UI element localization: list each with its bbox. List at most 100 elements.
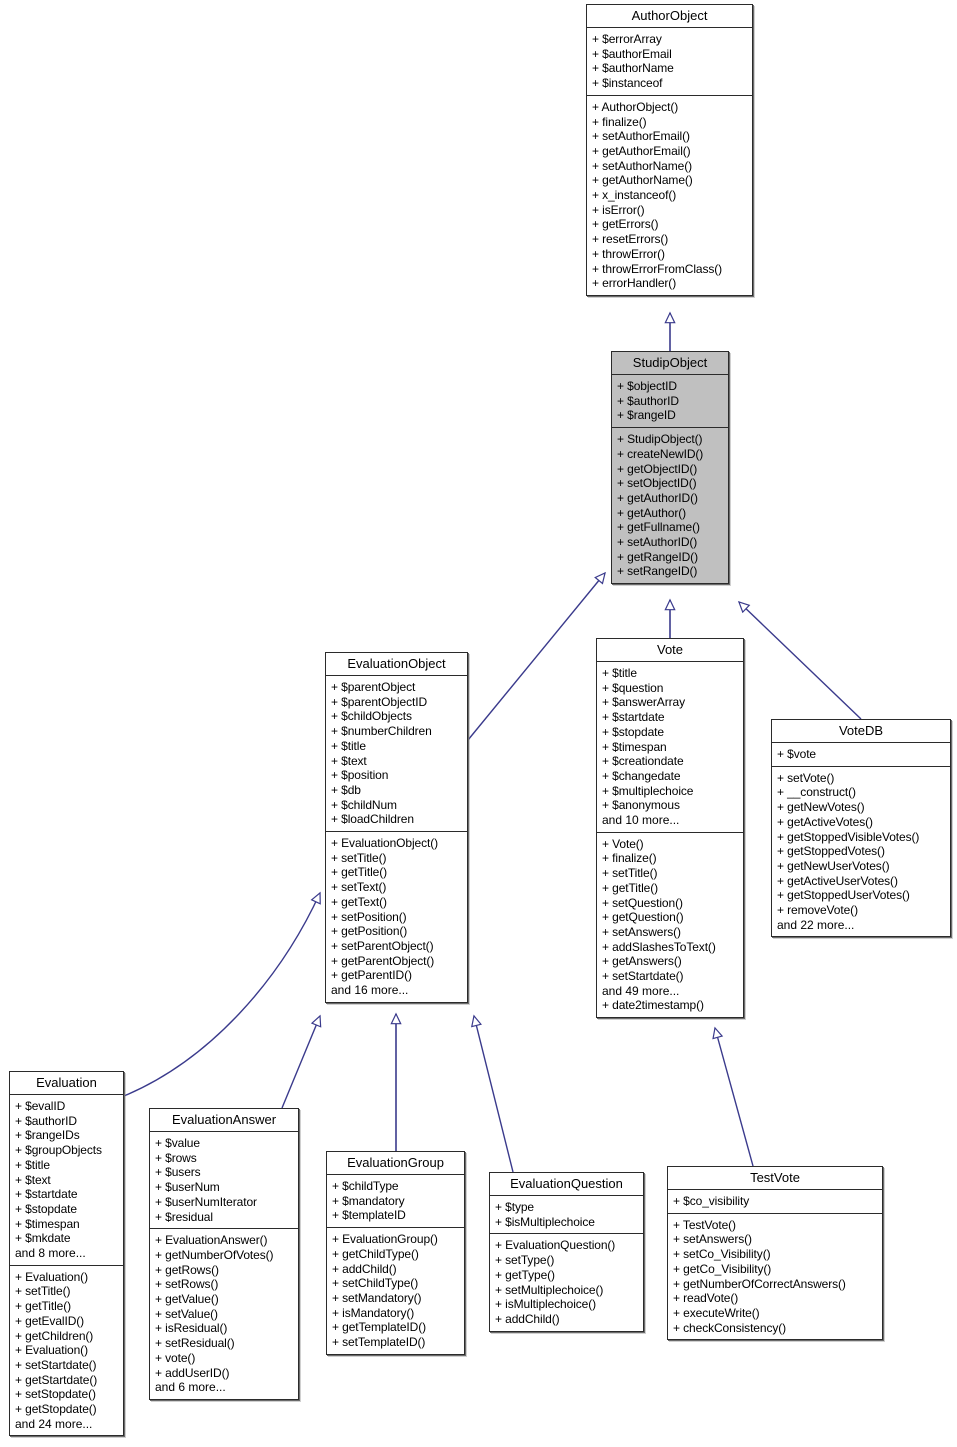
operation-row: + setText() [331,880,387,895]
class-box-evaluationgroup[interactable]: EvaluationGroup+ $childType+ $mandatory+… [326,1151,465,1355]
attribute-row: + $timespan [15,1216,80,1231]
class-box-evaluationquestion[interactable]: EvaluationQuestion+ $type+ $isMultiplech… [489,1172,644,1332]
operation-row: + getActiveVotes() [777,814,873,829]
attribute-row: + $templateID [332,1208,406,1223]
class-operations: + EvaluationQuestion()+ setType()+ getTy… [490,1233,643,1331]
class-box-votedb[interactable]: VoteDB+ $vote+ setVote()+ __construct()+… [771,719,951,938]
class-box-testvote[interactable]: TestVote+ $co_visibility+ TestVote()+ se… [667,1166,883,1341]
operation-row: + setTitle() [331,850,387,865]
attribute-row: + $groupObjects [15,1143,102,1158]
operation-row: + setResidual() [155,1336,235,1351]
operation-row: + getNumberOfCorrectAnswers() [673,1276,846,1291]
class-box-evaluationobject[interactable]: EvaluationObject+ $parentObject+ $parent… [325,652,468,1003]
operation-row: + getStopdate() [15,1402,97,1417]
operation-row: + finalize() [592,114,647,129]
class-operations: + Vote()+ finalize()+ setTitle()+ getTit… [597,831,743,1018]
operation-row: + EvaluationGroup() [332,1232,438,1247]
attribute-row: + $parentObject [331,680,416,694]
operation-row: + getTitle() [15,1299,72,1314]
attribute-row: + $timespan [602,739,667,754]
attribute-row: + $startdate [15,1187,78,1202]
attribute-row: + $db [331,782,361,797]
operation-row: + readVote() [673,1291,739,1306]
operation-row: + setMandatory() [332,1290,422,1305]
operation-row: + setRangeID() [617,564,698,579]
operation-row: + getQuestion() [602,910,684,925]
operation-row: + setPosition() [331,909,407,924]
operation-row: + setTitle() [602,866,658,881]
operation-row: + checkConsistency() [673,1320,787,1335]
operation-row: + getChildren() [15,1328,94,1343]
operation-row: + getCo_Visibility() [673,1261,772,1276]
attribute-row: + $type [495,1200,534,1214]
operation-row: + getTitle() [331,865,388,880]
class-box-authorobject[interactable]: AuthorObject+ $errorArray+ $authorEmail+… [586,4,753,296]
attribute-row: + $title [15,1157,50,1172]
operation-row: + setStopdate() [15,1387,96,1402]
attribute-row: + $vote [777,747,816,761]
attribute-row: + $instanceof [592,76,663,91]
operations-more-label: and 24 more... [15,1416,93,1431]
operations-more-label: and 16 more... [331,983,409,998]
class-operations: + StudipObject()+ createNewID()+ getObje… [612,427,728,584]
class-operations: + EvaluationGroup()+ getChildType()+ add… [327,1227,464,1354]
class-box-vote[interactable]: Vote+ $title+ $question+ $answerArray+ $… [596,638,744,1019]
class-title: TestVote [668,1167,882,1189]
attribute-row: + $question [602,680,664,695]
operation-row: + getChildType() [332,1246,419,1261]
attribute-row: + $rangeIDs [15,1128,80,1143]
operation-row: + vote() [155,1350,196,1365]
attribute-row: + $text [15,1172,51,1187]
operation-row: + getAuthorID() [617,490,698,505]
attribute-row: + $numberChildren [331,724,432,739]
attribute-row: + $authorEmail [592,46,672,61]
attribute-row: + $childObjects [331,709,412,724]
operations-more-label: and 22 more... [777,917,855,932]
operation-row: + throwError() [592,246,665,261]
class-operations: + AuthorObject()+ finalize()+ setAuthorE… [587,94,752,295]
edge-evaluationanswer-to-evaluationobject [281,1014,322,1109]
operation-row: + getRows() [155,1262,219,1277]
operation-row: + getValue() [155,1292,219,1307]
operation-row: + getType() [495,1267,555,1282]
operation-row: + setAnswers() [673,1232,752,1247]
operation-row: + EvaluationObject() [331,836,439,851]
operation-row: + errorHandler() [592,276,677,291]
operation-row: + setVote() [777,770,835,785]
operation-row: + isMandatory() [332,1305,415,1320]
operations-more-label: and 6 more... [155,1380,226,1395]
class-box-evaluation[interactable]: Evaluation+ $evalID+ $authorID+ $rangeID… [9,1071,124,1437]
operation-row: + executeWrite() [673,1305,760,1320]
attribute-row: + $childType [332,1179,399,1193]
class-attributes: + $value+ $rows+ $users+ $userNum+ $user… [150,1131,298,1229]
operations-more-label: and 49 more... [602,983,680,998]
attribute-row: + $stopdate [15,1201,77,1216]
operation-row: + finalize() [602,851,657,866]
edge-testvote-to-vote [712,1026,754,1167]
class-box-evaluationanswer[interactable]: EvaluationAnswer+ $value+ $rows+ $users+… [149,1108,299,1400]
operation-row: + setParentObject() [331,938,434,953]
attribute-row: + $isMultiplechoice [495,1214,595,1229]
attribute-row: + $co_visibility [673,1194,750,1208]
operation-row: + setCo_Visibility() [673,1247,771,1262]
attributes-more-label: and 8 more... [15,1246,86,1261]
operation-row: + throwErrorFromClass() [592,261,723,276]
attribute-row: + $multiplechoice [602,783,694,798]
operation-row: + getEvalID() [15,1313,85,1328]
class-title: EvaluationObject [326,653,467,675]
operation-row: + __construct() [777,785,856,800]
operation-row: + getFullname() [617,520,700,535]
attribute-row: + $startdate [602,710,665,725]
attribute-row: + $answerArray [602,695,685,710]
class-box-studipobject[interactable]: StudipObject+ $objectID+ $authorID+ $ran… [611,351,729,585]
class-attributes: + $title+ $question+ $answerArray+ $star… [597,661,743,832]
attribute-row: + $rows [155,1150,197,1165]
attribute-row: + $objectID [617,379,677,393]
attribute-row: + $mandatory [332,1193,405,1208]
operation-row: + getTitle() [602,880,659,895]
operation-row: + setAnswers() [602,924,681,939]
class-title: StudipObject [612,352,728,374]
operation-row: + getAnswers() [602,954,682,969]
attribute-row: + $authorID [15,1113,77,1128]
